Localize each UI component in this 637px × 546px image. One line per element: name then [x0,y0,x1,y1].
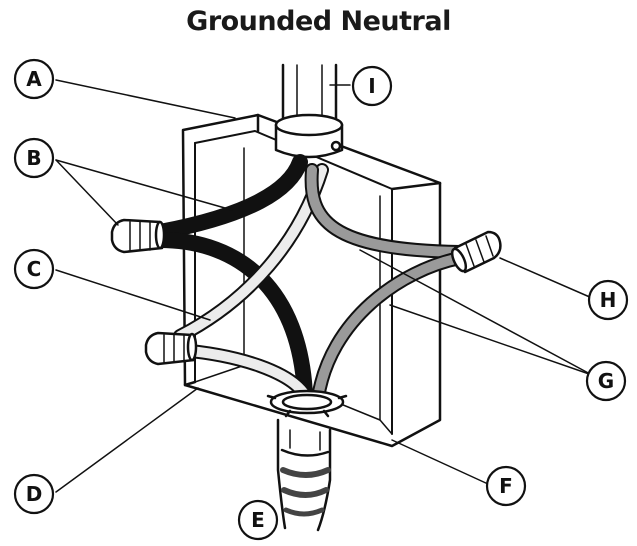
label-e: E [251,508,265,532]
label-i: I [368,74,375,98]
ground-wire-1-fill [306,165,465,257]
locknut [266,389,348,418]
leader-lines [55,79,593,493]
label-circles [13,58,629,541]
hot-wire-1 [152,154,308,240]
wire-nut-right [450,230,502,274]
diagram-title: Grounded Neutral [186,6,451,37]
label-h: H [600,288,617,312]
wire-nut-left-bottom [144,331,198,366]
label-b: B [26,146,41,170]
neutral-wire-2 [175,345,310,400]
label-d: D [26,482,43,506]
ground-wire-2-fill [313,253,465,403]
label-f: F [499,474,513,498]
top-conduit [274,63,344,159]
wire-nut-left-top [110,218,166,254]
label-c: C [27,257,42,281]
label-a: A [26,67,42,91]
bottom-conduit [276,418,332,532]
label-g: G [598,369,614,393]
